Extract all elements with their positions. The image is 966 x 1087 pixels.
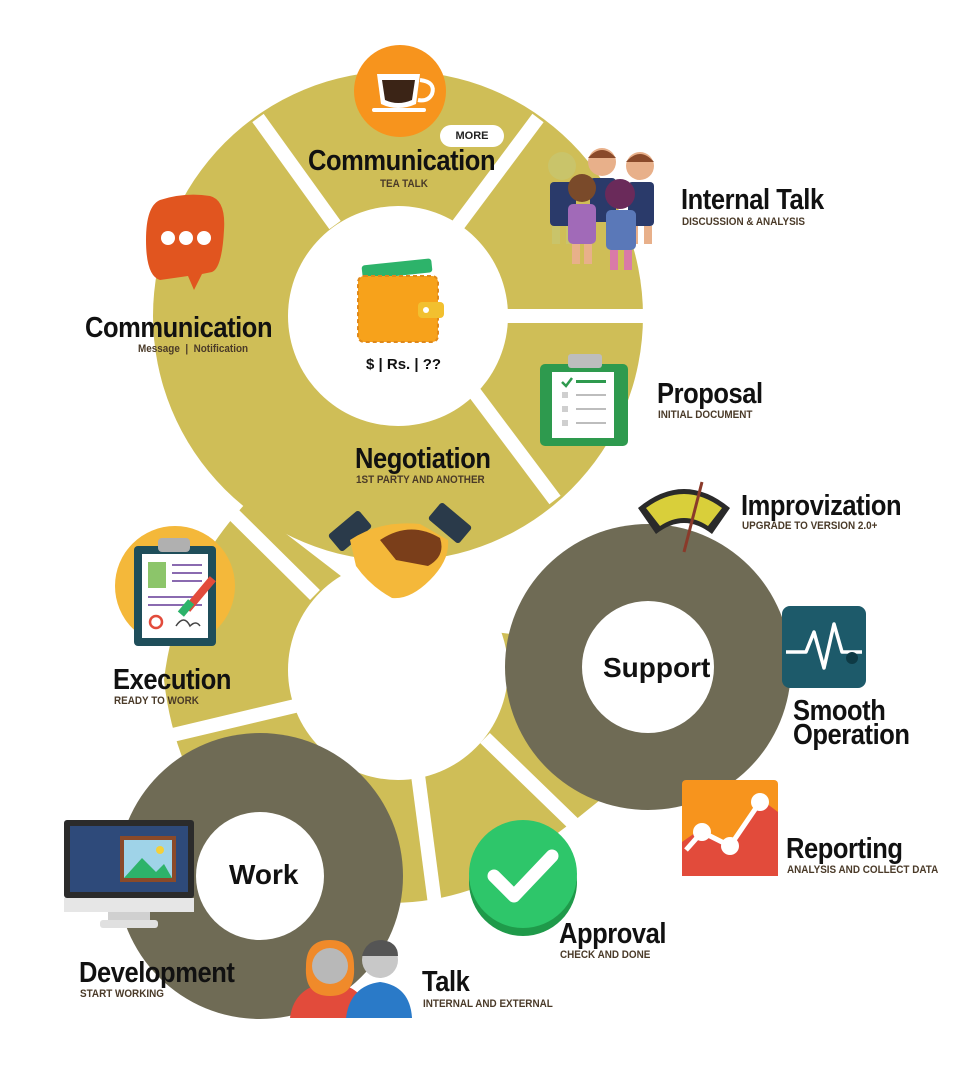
smooth-operation-title-line1: Smooth — [793, 695, 886, 727]
execution-subtitle: READY TO WORK — [114, 695, 199, 707]
development-title: Development — [79, 957, 235, 989]
development-subtitle: START WORKING — [80, 988, 164, 1000]
lower-center-hole — [288, 560, 508, 780]
internal-talk-title: Internal Talk — [681, 184, 824, 216]
proposal-title: Proposal — [657, 378, 763, 410]
people-talk-icon — [290, 940, 412, 1018]
support-ring-hole — [582, 601, 714, 733]
communication-tea-subtitle: TEA TALK — [380, 178, 428, 190]
proposal-subtitle: INITIAL DOCUMENT — [658, 409, 753, 421]
support-label: Support — [603, 652, 711, 683]
communication-tea-title: Communication — [308, 145, 496, 177]
communication-message-title: Communication — [85, 312, 273, 344]
reporting-title: Reporting — [786, 833, 903, 865]
heartbeat-monitor-icon — [782, 606, 866, 688]
team-people-icon — [548, 148, 654, 270]
negotiation-money-label: $ | Rs. | ?? — [366, 356, 442, 373]
improvization-subtitle: UPGRADE TO VERSION 2.0+ — [742, 520, 878, 532]
negotiation-subtitle: 1ST PARTY AND ANOTHER — [356, 474, 485, 486]
internal-talk-subtitle: DISCUSSION & ANALYSIS — [682, 216, 806, 228]
smooth-operation-title-line2: Operation — [793, 719, 910, 751]
segment-dividers — [158, 113, 648, 913]
execution-title: Execution — [113, 664, 232, 696]
clipboard-checklist-icon — [540, 354, 628, 446]
more-button[interactable]: MORE — [440, 125, 504, 147]
checkmark-icon — [469, 820, 577, 936]
talk-title: Talk — [422, 966, 470, 998]
communication-message-subtitle: Message | Notification — [138, 343, 249, 355]
coffee-cup-icon — [354, 45, 446, 137]
work-label: Work — [229, 859, 299, 890]
approval-title: Approval — [559, 918, 667, 950]
approval-subtitle: CHECK AND DONE — [560, 949, 651, 961]
handshake-icon — [328, 502, 472, 599]
wallet-icon — [357, 258, 444, 343]
work-ring-hole — [196, 812, 324, 940]
contract-document-icon — [115, 526, 235, 646]
reporting-subtitle: ANALYSIS AND COLLECT DATA — [787, 864, 939, 876]
improvization-title: Improvization — [741, 490, 902, 522]
monitor-icon — [64, 820, 194, 928]
line-graph-icon — [682, 780, 778, 876]
gauge-icon — [638, 481, 730, 553]
talk-subtitle: INTERNAL AND EXTERNAL — [423, 998, 553, 1010]
negotiation-title: Negotiation — [355, 443, 491, 475]
chat-bubble-icon — [146, 194, 225, 290]
